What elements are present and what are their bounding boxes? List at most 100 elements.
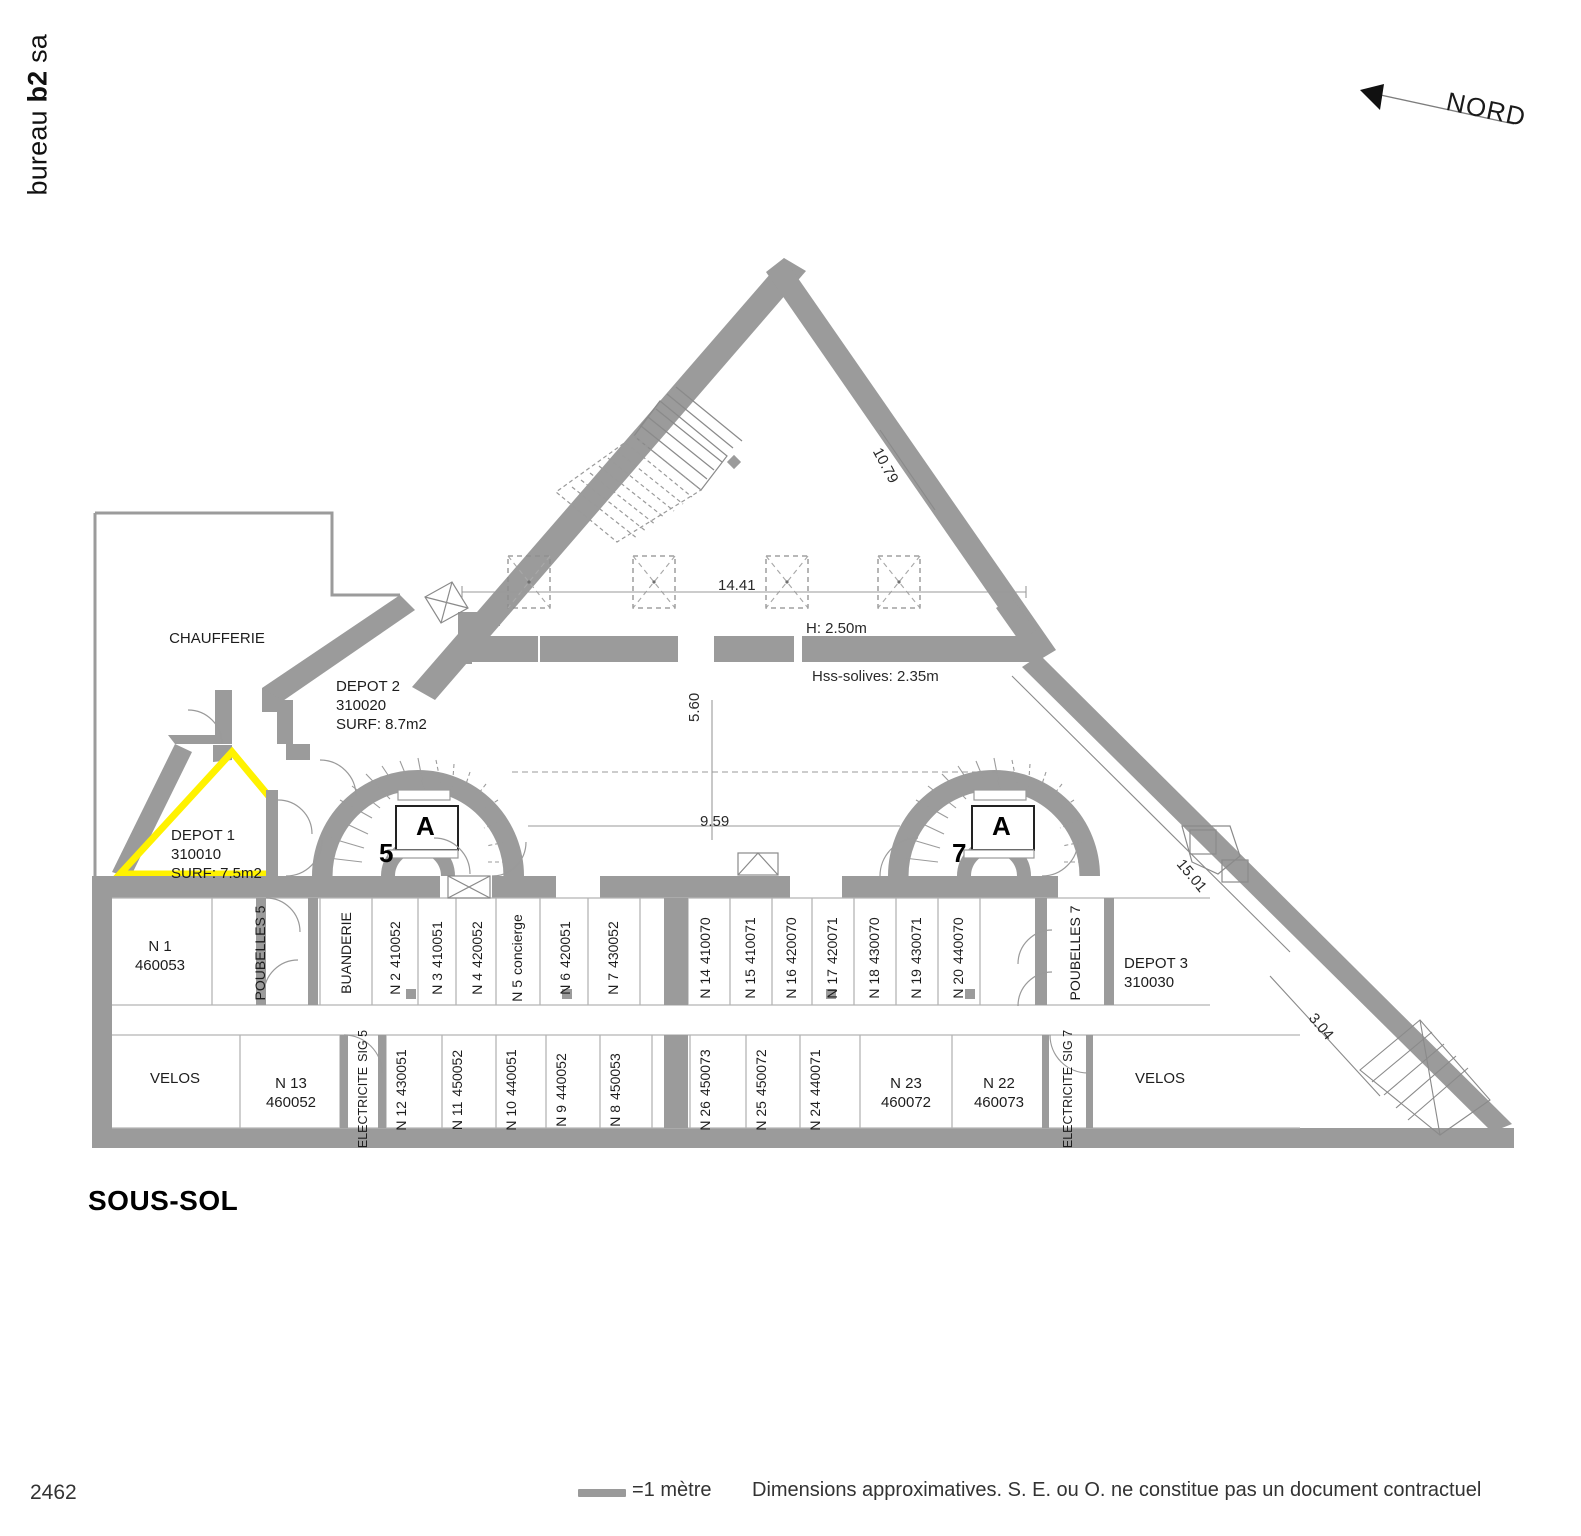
cellar-n10: N 10440051 [503,1030,519,1150]
cellar-n2-name: N 2 [387,972,403,995]
room-label-electricite7: ELECTRICITE SIG 7 [1061,1029,1075,1149]
cellar-n6-name: N 6 [557,972,573,995]
cellar-n18-name: N 18 [866,969,882,999]
electricite7-line1: ELECTRICITE [1061,1066,1075,1149]
cellar-n2-code: 410052 [387,921,403,968]
hatch-detail [447,875,491,899]
cellar-n1-name: N 1 [148,938,172,955]
cellar-n25-code: 450072 [753,1049,769,1097]
electricite5-line2: SIG 5 [356,1029,370,1062]
structural-pillars [507,555,921,609]
room-label-velos-right: VELOS [1134,1070,1186,1087]
room-label-chaufferie: CHAUFFERIE [169,630,265,647]
room-label-depot2: DEPOT 2 310020 SURF: 8.7m2 [336,678,427,734]
cellar-n8-name: N 8 [607,1104,623,1127]
exterior-stairs [1359,1019,1491,1136]
cellar-n13-code: 460052 [265,1093,317,1111]
cellar-n23: N 23 460072 [881,1075,931,1113]
cellar-n9: N 9440052 [553,1030,569,1150]
cellar-n4-name: N 4 [469,972,485,995]
scale-bar-icon [578,1489,626,1497]
cellar-n18: N 18 430070 [866,898,882,1018]
page-title: SOUS-SOL [88,1185,239,1216]
cellar-n26-name: N 26 [697,1101,713,1131]
cellar-n5-code: concierge [509,914,525,975]
cellar-n7-code: 430052 [605,921,621,968]
depot1-name: DEPOT 1 [171,827,235,844]
cellar-n24-code: 440071 [807,1049,823,1097]
room-label-electricite5: ELECTRICITESIG 5 [356,1029,370,1149]
cellar-n24-name: N 24 [807,1101,823,1131]
cellar-markers [406,989,975,999]
north-indicator: NORD [1352,62,1552,142]
dimension-9-59: 9.59 [700,813,730,830]
depot1-surface: SURF: 7.5m2 [171,864,262,882]
cellar-n19-name: N 19 [908,969,924,999]
cellar-n6: N 6420051 [557,898,573,1018]
cellar-n8-code: 450053 [607,1053,623,1100]
cellar-n16: N 16420070 [783,898,799,1018]
cellar-n2: N 2 410052 [387,898,403,1018]
scale-label: =1 mètre [632,1479,712,1501]
cellar-n17-code: 420071 [824,917,840,965]
joist-height-label: Hss-solives: 2.35m [812,668,939,685]
cellar-n20-name: N 20 [950,969,966,999]
cellar-n11-code: 450052 [449,1049,465,1097]
cellar-n24: N 24 440071 [807,1030,823,1150]
room-label-poubelles5: POUBELLES 5 [252,905,268,1001]
cellar-n16-code: 420070 [783,917,799,965]
cellar-n11: N 11 450052 [449,1030,465,1150]
column-marker [726,454,742,470]
cellar-n19-code: 430071 [908,917,924,965]
cellar-n5: N 5 concierge [509,898,525,1018]
cellar-n25-name: N 25 [753,1101,769,1131]
cellar-n12-name: N 12 [393,1101,409,1131]
cellar-n7: N 7430052 [605,898,621,1018]
dimension-5-60: 5.60 [686,692,703,722]
cellar-thick-dividers-lower [340,1035,1093,1128]
room-label-buanderie: BUANDERIE [338,912,354,994]
depot1-code: 310010 [171,845,222,863]
cellar-n19: N 19 430071 [908,898,924,1018]
cellar-n23-name: N 23 [890,1075,922,1092]
cellar-n22: N 22 460073 [974,1075,1024,1113]
room-label-depot3: DEPOT 3 310030 [1124,955,1188,993]
fixture-detail [1181,825,1249,883]
ceiling-height-label: H: 2.50m [806,620,867,637]
dimension-lines [461,429,1381,1097]
cellar-n10-code: 440051 [503,1049,519,1097]
cellar-n14: N 14410070 [697,898,713,1018]
cellar-n17-name: N 17 [824,969,840,999]
cellar-n3-name: N 3 [429,972,445,995]
depot2-code: 310020 [336,696,387,714]
depot2-surface: SURF: 8.7m2 [336,715,427,733]
entrance-number-5: 5 [379,838,394,868]
floor-plan-drawing [92,258,1514,1148]
entrance-number-7: 7 [952,838,967,868]
room-label-poubelles7: POUBELLES 7 [1067,905,1083,1001]
cellar-n17: N 17 420071 [824,898,840,1018]
cellar-n15-code: 410071 [742,917,758,965]
cellar-n9-name: N 9 [553,1104,569,1127]
cellar-n14-name: N 14 [697,969,713,999]
cellar-n12: N 12430051 [393,1030,409,1150]
north-arrow-icon [1360,84,1515,125]
cellar-n26-code: 450073 [697,1049,713,1097]
cellar-n18-code: 430070 [866,917,882,965]
door-detail [424,581,469,624]
depot3-code: 310030 [1124,973,1175,991]
room-label-depot1: DEPOT 1 310010 SURF: 7.5m2 [171,827,262,883]
cellar-n22-name: N 22 [983,1075,1015,1092]
upper-stairs [633,386,743,491]
disclaimer-text: Dimensions approximatives. S. E. ou O. n… [752,1479,1482,1501]
cellar-n3-code: 410051 [429,921,445,968]
cellar-n5-name: N 5 [509,979,525,1002]
dimension-14-41: 14.41 [718,577,756,594]
cellar-n20-code: 440070 [950,917,966,965]
room-label-velos-left: VELOS [149,1070,201,1087]
cellar-n1-code: 460053 [134,956,186,974]
electricite7-line2: SIG 7 [1061,1029,1075,1062]
cellar-n11-name: N 11 [449,1101,465,1131]
door-swings [187,709,1089,1074]
cellar-n1: N 1 460053 [135,938,185,976]
